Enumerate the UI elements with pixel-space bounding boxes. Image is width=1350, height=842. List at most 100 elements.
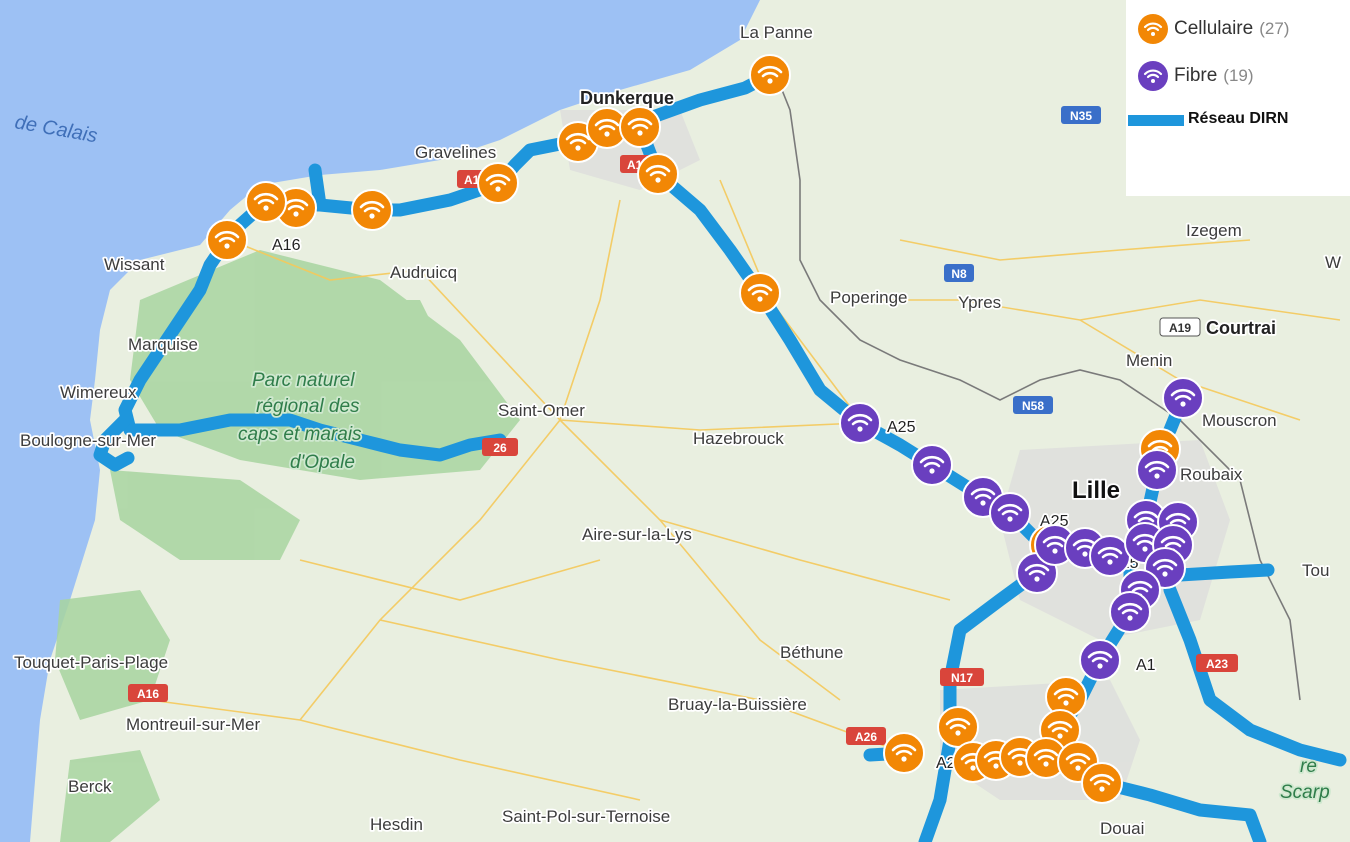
shield-a23: A23: [1196, 654, 1238, 672]
wifi-icon: [627, 117, 653, 136]
shield-n8: N8: [944, 264, 974, 282]
label-touquet: Touquet-Paris-Plage: [14, 653, 168, 672]
legend-item-cellular[interactable]: Cellulaire (27): [1138, 13, 1289, 45]
sea: [0, 0, 760, 842]
label-boulogne: Boulogne-sur-Mer: [20, 431, 156, 450]
wifi-icon: [997, 503, 1023, 522]
wifi-icon: [747, 283, 773, 302]
svg-text:N35: N35: [1070, 109, 1092, 123]
label-saint-pol: Saint-Pol-sur-Ternoise: [502, 807, 670, 826]
shield-a16: A16: [128, 684, 168, 702]
wifi-icon: [1065, 752, 1091, 771]
wifi-icon: [1087, 650, 1113, 669]
shield-n58: N58: [1013, 396, 1053, 414]
wifi-icon: [1138, 61, 1168, 91]
wifi-icon: [1024, 563, 1050, 582]
label-park-2: régional des: [256, 396, 360, 417]
label-gravelines: Gravelines: [415, 143, 496, 162]
cellular-marker[interactable]: [477, 162, 519, 204]
fibre-marker[interactable]: [989, 492, 1031, 534]
fibre-marker[interactable]: [1136, 449, 1178, 491]
svg-text:A26: A26: [855, 730, 877, 744]
cellular-marker[interactable]: [937, 706, 979, 748]
wifi-icon: [214, 230, 240, 249]
label-poperinge: Poperinge: [830, 288, 908, 307]
legend-network-label: Réseau DIRN: [1188, 110, 1289, 127]
wifi-icon: [253, 192, 279, 211]
svg-text:N58: N58: [1022, 399, 1044, 413]
cellular-marker[interactable]: [206, 219, 248, 261]
label-aire-sur-la-lys: Aire-sur-la-Lys: [582, 525, 692, 544]
label-a1-1: A1: [1136, 657, 1156, 674]
wifi-icon: [1047, 720, 1073, 739]
wifi-icon: [1097, 546, 1123, 565]
svg-text:N8: N8: [951, 267, 967, 281]
legend-network-swatch: [1128, 115, 1184, 126]
legend-label-cellular: Cellulaire: [1174, 18, 1254, 39]
svg-text:26: 26: [493, 441, 507, 455]
cellular-markers: [206, 54, 1181, 804]
border-line: [769, 59, 1301, 701]
label-wissant: Wissant: [104, 255, 165, 274]
cellular-marker[interactable]: [351, 189, 393, 231]
cellular-marker[interactable]: [245, 181, 287, 223]
wifi-icon: [1042, 535, 1068, 554]
cellular-marker[interactable]: [883, 732, 925, 774]
legend-count-fibre: (19): [1223, 66, 1254, 85]
legend-item-fibre[interactable]: Fibre (19): [1138, 60, 1254, 92]
svg-text:A16: A16: [137, 687, 159, 701]
cellular-marker[interactable]: [749, 54, 791, 96]
label-w: W: [1325, 253, 1341, 272]
wifi-icon: [919, 455, 945, 474]
label-ypres: Ypres: [958, 293, 1001, 312]
label-a16: A16: [272, 237, 301, 254]
shield-a26: A26: [846, 727, 886, 745]
fibre-marker[interactable]: [911, 444, 953, 486]
fibre-marker[interactable]: [1079, 639, 1121, 681]
svg-text:A23: A23: [1206, 657, 1228, 671]
label-tournai: Tou: [1302, 561, 1329, 580]
label-bethune: Béthune: [780, 643, 843, 662]
label-hesdin: Hesdin: [370, 815, 423, 834]
label-lille: Lille: [1072, 477, 1120, 504]
svg-text:A19: A19: [1169, 321, 1191, 335]
label-la-panne: La Panne: [740, 23, 813, 42]
wifi-icon: [1033, 748, 1059, 767]
cellular-marker[interactable]: [1081, 762, 1123, 804]
legend-label-fibre: Fibre: [1174, 65, 1218, 86]
fibre-marker[interactable]: [839, 402, 881, 444]
label-a25-1: A25: [887, 419, 916, 436]
label-audruicq: Audruicq: [390, 263, 457, 282]
wifi-icon: [359, 200, 385, 219]
cellular-marker[interactable]: [619, 106, 661, 148]
cellular-marker[interactable]: [586, 107, 628, 149]
fibre-markers: [839, 377, 1204, 681]
wifi-icon: [1053, 687, 1079, 706]
fibre-marker[interactable]: [1089, 535, 1131, 577]
label-douai: Douai: [1100, 819, 1144, 838]
label-scarpe-1: re: [1300, 756, 1317, 777]
legend-count-cellular: (27): [1259, 19, 1290, 38]
wifi-icon: [565, 132, 591, 151]
shield-n35: N35: [1061, 106, 1101, 124]
label-izegem: Izegem: [1186, 221, 1242, 240]
wifi-icon: [1144, 460, 1170, 479]
fibre-marker[interactable]: [1162, 377, 1204, 419]
wifi-icon: [970, 487, 996, 506]
label-roubaix: Roubaix: [1180, 465, 1243, 484]
cellular-marker[interactable]: [739, 272, 781, 314]
label-saint-omer: Saint-Omer: [498, 401, 585, 420]
label-montreuil: Montreuil-sur-Mer: [126, 715, 260, 734]
label-menin: Menin: [1126, 351, 1172, 370]
fibre-marker[interactable]: [1109, 591, 1151, 633]
label-mouscron: Mouscron: [1202, 411, 1277, 430]
shield-n17: N17: [940, 668, 984, 686]
svg-text:N17: N17: [951, 671, 973, 685]
wifi-icon: [945, 717, 971, 736]
wifi-icon: [645, 164, 671, 183]
wifi-icon: [1170, 388, 1196, 407]
cellular-marker[interactable]: [637, 153, 679, 195]
legend: Cellulaire (27) Fibre (19) Réseau DIRN: [1126, 0, 1350, 196]
label-park-1: Parc naturel: [252, 370, 355, 391]
